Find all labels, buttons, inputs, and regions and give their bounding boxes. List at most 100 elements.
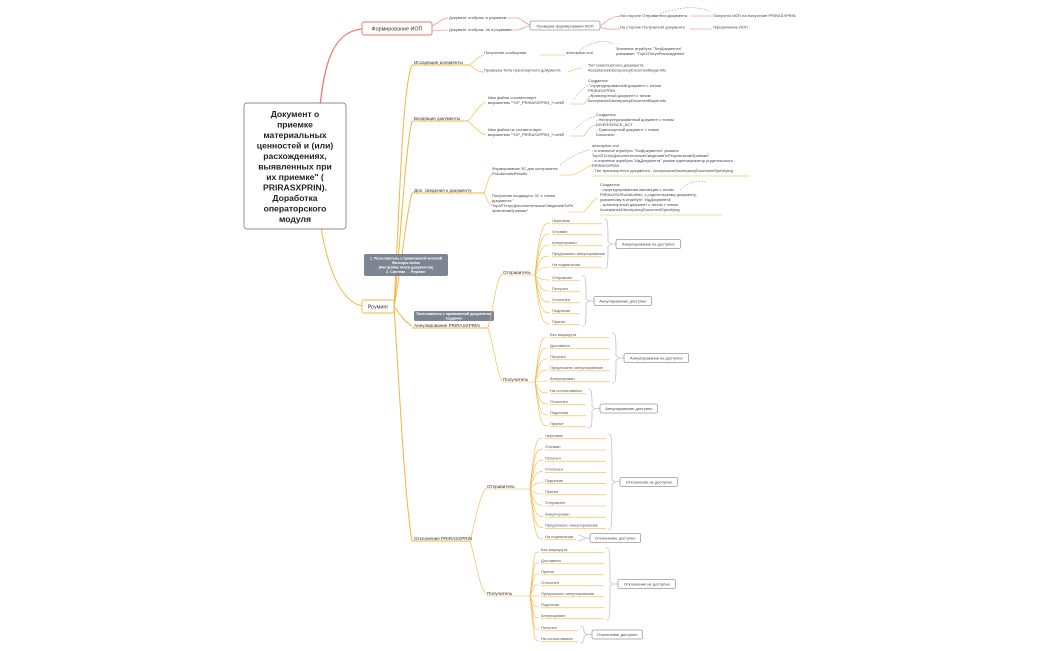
status-item[interactable]: Принят [545, 489, 559, 494]
note-line: Фильтры action [392, 261, 420, 265]
root-line: материальных [263, 130, 327, 140]
incoming-f2[interactable]: выражению "^DP_PRIRASXPRIN_*\.xml$" [488, 132, 566, 137]
group-label-box [589, 533, 641, 543]
incoming-title[interactable]: Входящие документы [414, 116, 460, 121]
status-item[interactable]: Аннулирован [550, 376, 575, 381]
status-item[interactable]: Получен [552, 286, 568, 291]
extra-a1-note: - в значение атрибута "ТипДокумента" ука… [592, 148, 680, 153]
extra-a2-note: указанному в атрибуте "ИдДокумента" [600, 197, 672, 202]
extra-a1-note: description.xml [592, 143, 619, 148]
outgoing-type-note: AcceptanceDiscrepancyDocumentBuyerInfo [588, 68, 667, 73]
status-item[interactable]: Аннулирован [541, 613, 566, 618]
extra-title[interactable]: Доп. сведения к документу [414, 188, 472, 193]
status-item[interactable]: Аннулирован [552, 240, 577, 245]
extra-a2[interactable]: документа " [492, 198, 515, 203]
status-item[interactable]: Получен [545, 455, 561, 460]
outgoing-title[interactable]: Исходящие документы [414, 60, 463, 65]
status-item[interactable]: Без маршрута [550, 332, 577, 337]
incoming-f2[interactable]: Имя файла не соответствует [488, 127, 542, 132]
annul-sender[interactable]: Отправитель [503, 270, 531, 275]
incoming-f1[interactable]: Имя файла соответствует [488, 95, 536, 100]
group-label: Отклонение не доступно [626, 479, 673, 484]
status-item[interactable]: Отклонен [550, 399, 568, 404]
status-item[interactable]: Предложено аннулирование [550, 365, 604, 370]
extra-a2[interactable]: Торг2ПотупДополнительныеСведенияПоРе [492, 203, 574, 208]
status-item[interactable]: Получен [550, 354, 566, 359]
iop-check-node[interactable]: Проверка формирования ИОП [529, 20, 601, 31]
root-line: расхождениях, [263, 151, 326, 161]
outgoing-msg[interactable]: Получение сообщения [484, 50, 526, 55]
status-item[interactable]: Отклонен [552, 297, 570, 302]
roaming-node[interactable]: Роуминг [361, 299, 395, 314]
status-item[interactable]: Подписан [541, 602, 559, 607]
extra-a1[interactable]: Формирование ЗС для контрагента [492, 166, 558, 171]
annul-title[interactable]: Аннулирование PRIRASXPRIN [414, 323, 480, 328]
extra-a2-note: Создается: [600, 182, 621, 187]
status-item[interactable]: Предложено аннулирование [541, 591, 595, 596]
status-item[interactable]: Принят [550, 421, 564, 426]
status-item[interactable]: Подписан [552, 308, 570, 313]
note-line: 2. Система → Роуминг [386, 270, 426, 274]
status-item[interactable]: Отозван [552, 229, 567, 234]
status-item[interactable]: На согласовании [541, 636, 573, 641]
status-item[interactable]: Отклонен [545, 467, 563, 472]
annul-receiver[interactable]: Получатель [503, 377, 529, 382]
status-item[interactable]: Черновик [552, 218, 570, 223]
incoming-f1[interactable]: выражению "^DP_PRIRASXPRIN_*\.xml$" [488, 100, 566, 105]
incoming-f1-note: - транспортный документ с типом [588, 93, 651, 98]
iop-receipt[interactable]: Получено ИОП на получение PRIRASXPRIN [713, 13, 796, 18]
status-item[interactable]: Принят [552, 319, 566, 324]
status-item[interactable]: Предложено аннулирование [545, 523, 599, 528]
status-item[interactable]: Доставлен [541, 558, 561, 563]
status-item[interactable]: На согласовании [550, 388, 582, 393]
outgoing-desc[interactable]: description.xml [566, 50, 593, 55]
incoming-f2-note: - Транспортный документ с типом [596, 127, 659, 132]
extra-a1[interactable]: PrAutomaticResults [492, 171, 527, 176]
incoming-f1-note: - структурированный документ с типом [588, 83, 661, 88]
note-line: Пользователь с привязанной документом [416, 312, 492, 316]
status-item[interactable]: Отправлен [552, 275, 572, 280]
note-line: неудачно [446, 317, 463, 321]
reject-sender[interactable]: Отправитель [487, 484, 515, 489]
incoming-f1-note: PRIRASXPRIN [588, 88, 615, 93]
group-label-box [615, 239, 681, 249]
outgoing-type-note: Тип транспортного документа: [588, 63, 644, 68]
iop-node[interactable]: Формирование ИОП [361, 21, 433, 36]
status-item[interactable]: Отправлен [545, 500, 565, 505]
extra-a2-note: - структурированная квитанция с типом [600, 187, 674, 192]
root-node[interactable]: Документ о приемке материальных ценносте… [243, 102, 347, 230]
status-item[interactable]: Подписан [545, 478, 563, 483]
incoming-f2-note: Document [596, 132, 615, 137]
status-item[interactable]: Отклонен [541, 580, 559, 585]
extra-a2[interactable]: зультатамПриемки" [492, 208, 529, 213]
iop-item[interactable]: Документ отображ. в роуминге [449, 15, 507, 20]
root-line: ценностей и (или) [257, 141, 334, 151]
reject-title[interactable]: Отклонение PRIRASXPRIN [414, 536, 472, 541]
roaming-note: 1. Пользователь с привязанной кнопкой Фи… [364, 254, 448, 276]
extra-a2[interactable]: Получение входящего ЗС с типом [492, 193, 555, 198]
extra-a2-note: - транспортный документ с типом с типом [600, 202, 678, 207]
group-label-box [599, 403, 658, 414]
iop-item[interactable]: Документ отображ. не в роуминге [449, 27, 512, 32]
extra-a1-note: - в значение атрибута "ИдДокумента" указ… [592, 158, 734, 163]
status-item[interactable]: Доставлен [550, 343, 570, 348]
status-item[interactable]: Аннулирован [545, 511, 570, 516]
status-item[interactable]: На подписании [552, 262, 580, 267]
iop-receiver-side[interactable]: На стороне Получателя документа [620, 25, 686, 30]
status-item[interactable]: Отозван [545, 444, 560, 449]
group-label: Аннулирование доступно [605, 406, 653, 411]
outgoing-check-type[interactable]: Проверка Типа транспортного документа [484, 68, 561, 73]
status-item[interactable]: Принят [541, 569, 555, 574]
status-item[interactable]: Без маршрута [541, 547, 568, 552]
iop-sender-side[interactable]: На стороне Отправителя документа [620, 13, 688, 18]
status-item[interactable]: Предложено аннулирование [552, 251, 606, 256]
status-item[interactable]: Подписан [550, 410, 568, 415]
iop-formation[interactable]: Оформление ИОП [713, 25, 748, 30]
iop-check-label: Проверка формирования ИОП [536, 23, 593, 28]
status-item[interactable]: Получен [541, 625, 557, 630]
group-label: Отклонение доступно [597, 632, 638, 637]
reject-receiver[interactable]: Получатель [487, 591, 513, 596]
status-item[interactable]: На подписании [545, 534, 573, 539]
status-item[interactable]: Черновик [545, 433, 563, 438]
